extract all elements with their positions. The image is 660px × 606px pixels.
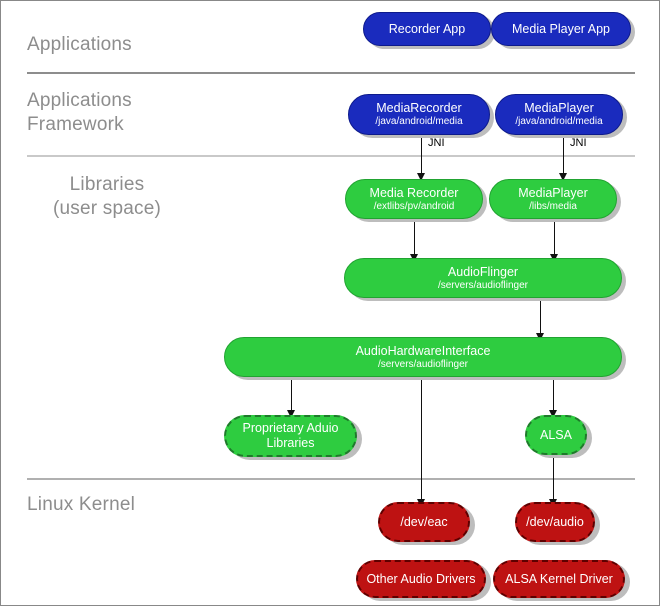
- node-proprietary-audio-libraries-line2: Libraries: [266, 436, 315, 450]
- node-dev-audio[interactable]: /dev/audio: [515, 502, 595, 542]
- node-media-recorder-library-title: Media Recorder: [369, 185, 459, 200]
- node-media-recorder-library[interactable]: Media Recorder /extlibs/pv/android: [345, 179, 483, 219]
- node-mediarecorder-framework-title: MediaRecorder: [376, 101, 462, 115]
- edge-label-jni-right: JNI: [570, 137, 587, 149]
- divider-applications: [27, 72, 635, 74]
- connector-mediaplayerlib-audioflinger: [554, 220, 555, 258]
- node-audioflinger-title: AudioFlinger: [447, 264, 519, 279]
- node-alsa-kernel-driver[interactable]: ALSA Kernel Driver: [493, 560, 625, 598]
- layer-label-applications: Applications: [27, 34, 132, 55]
- connector-audiohw-alsa: [553, 377, 554, 414]
- node-mediarecorder-framework-path: /java/android/media: [375, 116, 463, 127]
- connector-mediaplayer-jni: [563, 138, 564, 177]
- node-media-player-library-path: /libs/media: [529, 200, 577, 212]
- layer-label-libraries: Libraries (user space): [53, 174, 161, 219]
- arrowhead-mediarecorder-jni: [416, 173, 425, 181]
- node-audioflinger-path: /servers/audioflinger: [437, 279, 529, 291]
- connector-audiohw-deveac: [421, 377, 422, 503]
- node-proprietary-audio-libraries[interactable]: Proprietary Aduio Libraries: [224, 415, 357, 457]
- arrowhead-audiohw-proprietary: [286, 410, 295, 418]
- node-mediaplayer-framework[interactable]: MediaPlayer /java/android/media: [495, 94, 623, 135]
- node-audiohardwareinterface-path: /servers/audioflinger: [377, 358, 469, 370]
- node-dev-audio-title: /dev/audio: [526, 514, 584, 529]
- divider-kernel: [27, 478, 635, 480]
- connector-mediarecorderlib-audioflinger: [414, 220, 415, 258]
- node-recorder-app-title: Recorder App: [388, 21, 466, 36]
- node-media-player-library[interactable]: MediaPlayer /libs/media: [489, 179, 617, 219]
- node-alsa-title: ALSA: [540, 427, 572, 442]
- node-mediaplayer-framework-path: /java/android/media: [515, 116, 603, 127]
- node-audiohardwareinterface-title: AudioHardwareInterface: [355, 343, 491, 358]
- node-media-player-app[interactable]: Media Player App: [491, 12, 631, 46]
- node-alsa-kernel-driver-title: ALSA Kernel Driver: [505, 571, 613, 586]
- arrowhead-audiohw-alsa: [548, 410, 557, 418]
- node-dev-eac[interactable]: /dev/eac: [378, 502, 470, 542]
- connector-alsa-devaudio: [553, 457, 554, 503]
- arrowhead-mediaplayer-jni: [558, 173, 567, 181]
- node-audiohardwareinterface[interactable]: AudioHardwareInterface /servers/audiofli…: [224, 337, 622, 377]
- node-mediarecorder-framework[interactable]: MediaRecorder /java/android/media: [348, 94, 490, 135]
- edge-label-jni-left: JNI: [428, 137, 445, 149]
- layer-label-applications-framework: Applications Framework: [27, 90, 132, 135]
- node-alsa[interactable]: ALSA: [525, 415, 587, 455]
- node-audioflinger[interactable]: AudioFlinger /servers/audioflinger: [344, 258, 622, 298]
- connector-audiohw-proprietary: [291, 377, 292, 414]
- node-media-player-library-title: MediaPlayer: [518, 185, 588, 200]
- node-media-player-app-title: Media Player App: [512, 21, 610, 36]
- divider-framework: [27, 155, 635, 157]
- node-dev-eac-title: /dev/eac: [400, 514, 448, 529]
- node-proprietary-audio-libraries-line1: Proprietary Aduio: [242, 421, 339, 435]
- node-other-audio-drivers-title: Other Audio Drivers: [366, 571, 476, 586]
- node-other-audio-drivers[interactable]: Other Audio Drivers: [356, 560, 486, 598]
- connector-audioflinger-audiohw: [540, 299, 541, 337]
- layer-label-linux-kernel: Linux Kernel: [27, 494, 136, 515]
- node-mediaplayer-framework-title: MediaPlayer: [524, 101, 594, 115]
- node-recorder-app[interactable]: Recorder App: [363, 12, 491, 46]
- node-media-recorder-library-path: /extlibs/pv/android: [373, 200, 455, 212]
- connector-mediarecorder-jni: [421, 138, 422, 177]
